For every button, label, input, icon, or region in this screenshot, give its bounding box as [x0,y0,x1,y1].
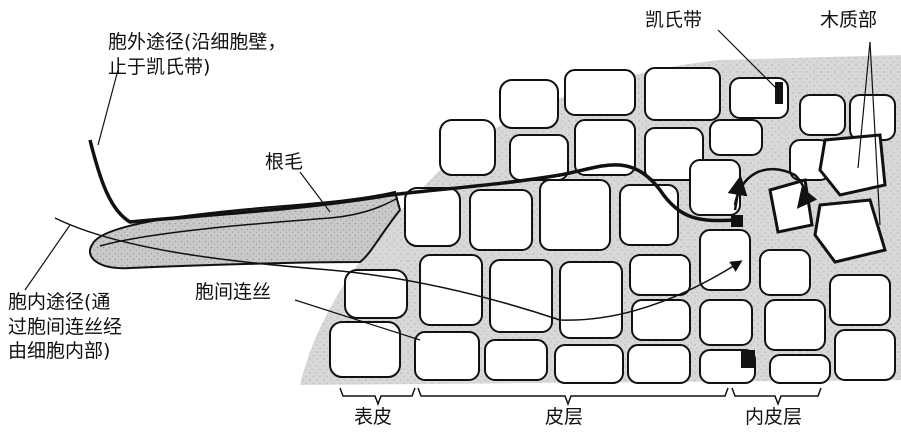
apoplast-path-line [88,139,736,224]
casparian-strip-label: 凯氏带 [645,9,703,31]
symplast-path-line [54,217,743,321]
root-hair-label: 根毛 [265,151,304,173]
casparian-strips [731,82,783,368]
epidermis-label: 表皮 [354,406,393,428]
symplast-label: 胞内途径(通 过胞间连丝经 由细胞内部) [8,291,123,363]
plasmodesmata-label: 胞间连丝 [195,281,272,303]
xylem-vessels [768,133,887,264]
cortex-label: 皮层 [545,406,584,428]
tissue-braces [339,387,822,407]
apoplast-label: 胞外途径(沿细胞壁， 止于凯氏带) [108,31,287,78]
xylem-label: 木质部 [820,9,878,31]
leader-lines [24,29,881,341]
root-hair [88,190,402,270]
endodermis-label: 内皮层 [745,406,803,428]
